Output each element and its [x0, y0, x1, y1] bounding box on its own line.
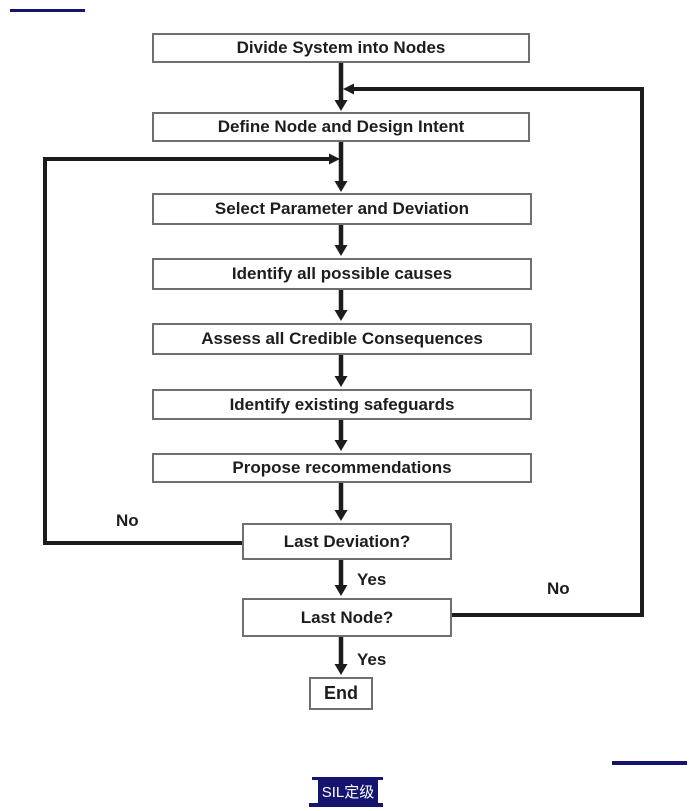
arrow-select-to-causes — [334, 225, 348, 256]
flow-box-last-deviation: Last Deviation? — [242, 523, 452, 560]
top-left-rule — [10, 9, 85, 12]
arrow-divide-to-define — [334, 62, 348, 111]
flow-box-select-parameter: Select Parameter and Deviation — [152, 193, 532, 225]
sil-badge-bottom-bar — [309, 803, 383, 807]
edge-label-last-node-no: No — [547, 579, 570, 598]
sil-badge-label[interactable]: SIL定级 — [318, 780, 378, 803]
arrow-propose-to-last-deviation — [334, 483, 348, 521]
sil-badge-top-bar — [312, 777, 383, 780]
arrow-last-node-to-end — [334, 637, 348, 675]
flow-box-divide-system: Divide System into Nodes — [152, 33, 530, 63]
bottom-right-rule — [612, 761, 687, 765]
arrow-assess-to-safeguards — [334, 355, 348, 387]
sil-rating-badge[interactable]: SIL定级 — [309, 777, 383, 807]
flow-box-last-node: Last Node? — [242, 598, 452, 637]
flow-box-end: End — [309, 677, 373, 710]
arrow-last-deviation-to-last-node — [334, 560, 348, 596]
edge-label-last-deviation-no: No — [116, 511, 139, 530]
edge-label-last-deviation-yes: Yes — [357, 570, 387, 589]
flow-box-assess-consequences: Assess all Credible Consequences — [152, 323, 532, 355]
flow-box-propose-recommendations: Propose recommendations — [152, 453, 532, 483]
edge-label-last-node-yes: Yes — [357, 650, 387, 669]
flow-box-identify-causes: Identify all possible causes — [152, 258, 532, 290]
arrow-causes-to-assess — [334, 290, 348, 321]
flow-box-define-node: Define Node and Design Intent — [152, 112, 530, 142]
arrow-define-to-select — [334, 142, 348, 192]
flow-box-identify-safeguards: Identify existing safeguards — [152, 389, 532, 420]
arrow-safeguards-to-propose — [334, 420, 348, 451]
